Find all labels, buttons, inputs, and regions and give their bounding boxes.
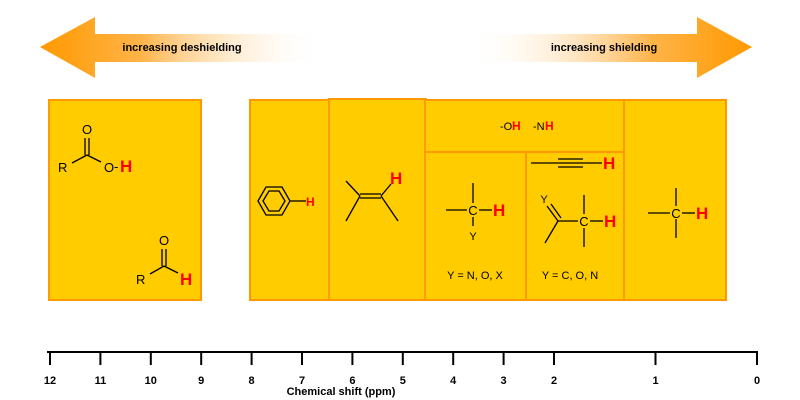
- deshielding-label: increasing deshielding: [122, 42, 241, 54]
- svg-text:R: R: [58, 160, 67, 175]
- axis-tick-label: 6: [349, 375, 355, 387]
- axis-title: Chemical shift (ppm): [287, 386, 396, 398]
- heteroatom-ch-region: [424, 151, 527, 301]
- oh-nh-labels: -O H -N H: [500, 119, 554, 133]
- axis-tick-label: 2: [551, 375, 557, 387]
- svg-text:C: C: [671, 206, 680, 221]
- alkyne-structure: H: [531, 154, 615, 173]
- alkane-region: [623, 99, 727, 301]
- svg-text:C: C: [579, 214, 588, 229]
- benzene-structure: H: [257, 186, 315, 216]
- svg-text:H: H: [512, 119, 521, 133]
- svg-text:Y: Y: [469, 231, 477, 243]
- svg-text:-O: -O: [500, 121, 513, 133]
- allylic-ch-region: [525, 151, 625, 301]
- alkene-h: H: [390, 169, 402, 188]
- svg-text:H: H: [545, 119, 554, 133]
- alkene-structure: H: [345, 169, 402, 222]
- alkane-ch-structure: C H: [648, 188, 708, 238]
- axis-tick-label: 9: [198, 375, 204, 387]
- aldehyde-structure: O R H: [136, 233, 192, 289]
- svg-text:O: O: [104, 160, 114, 175]
- alkyne-h: H: [603, 154, 615, 173]
- svg-text:O: O: [82, 122, 92, 137]
- acid-h: H: [120, 157, 132, 176]
- heteroatom-caption: Y = N, O, X: [447, 270, 503, 282]
- svg-text:-: -: [114, 159, 118, 174]
- allylic-caption: Y = C, O, N: [542, 270, 598, 282]
- allylic-ch-structure: Y C H Y = C, O, N: [540, 194, 616, 282]
- svg-text:O: O: [159, 233, 169, 248]
- axis-tick-label: 10: [145, 375, 157, 387]
- axis-tick-label: 11: [95, 375, 107, 387]
- svg-text:Y: Y: [540, 194, 548, 206]
- svg-text:C: C: [468, 203, 477, 218]
- shielding-arrow: increasing shielding: [468, 17, 752, 78]
- deshielding-arrow: increasing deshielding: [40, 17, 325, 78]
- carboxylic-acid-structure: O R O - H: [58, 122, 132, 176]
- axis-tick-label: 5: [400, 375, 406, 387]
- svg-text:R: R: [136, 272, 145, 287]
- svg-text:-N: -N: [533, 121, 545, 133]
- alkene-region: [328, 98, 427, 301]
- heteroatom-h: H: [493, 201, 505, 220]
- oh-nh-region: [424, 99, 625, 153]
- axis-tick-label: 8: [249, 375, 255, 387]
- heteroatom-ch-structure: C Y H Y = N, O, X: [446, 183, 505, 282]
- aldehyde-h: H: [180, 270, 192, 289]
- axis-tick-label: 7: [299, 375, 305, 387]
- axis-tick-label: 0: [754, 375, 760, 387]
- axis-tick-label: 4: [450, 375, 457, 387]
- aromatic-h: H: [306, 195, 315, 209]
- allylic-h: H: [604, 212, 616, 231]
- alkane-h: H: [696, 204, 708, 223]
- shielding-label: increasing shielding: [551, 42, 657, 54]
- axis-tick-label: 12: [44, 375, 56, 387]
- acid-aldehyde-region: [48, 99, 202, 301]
- axis-tick-label: 1: [652, 375, 658, 387]
- axis-tick-label: 3: [501, 375, 507, 387]
